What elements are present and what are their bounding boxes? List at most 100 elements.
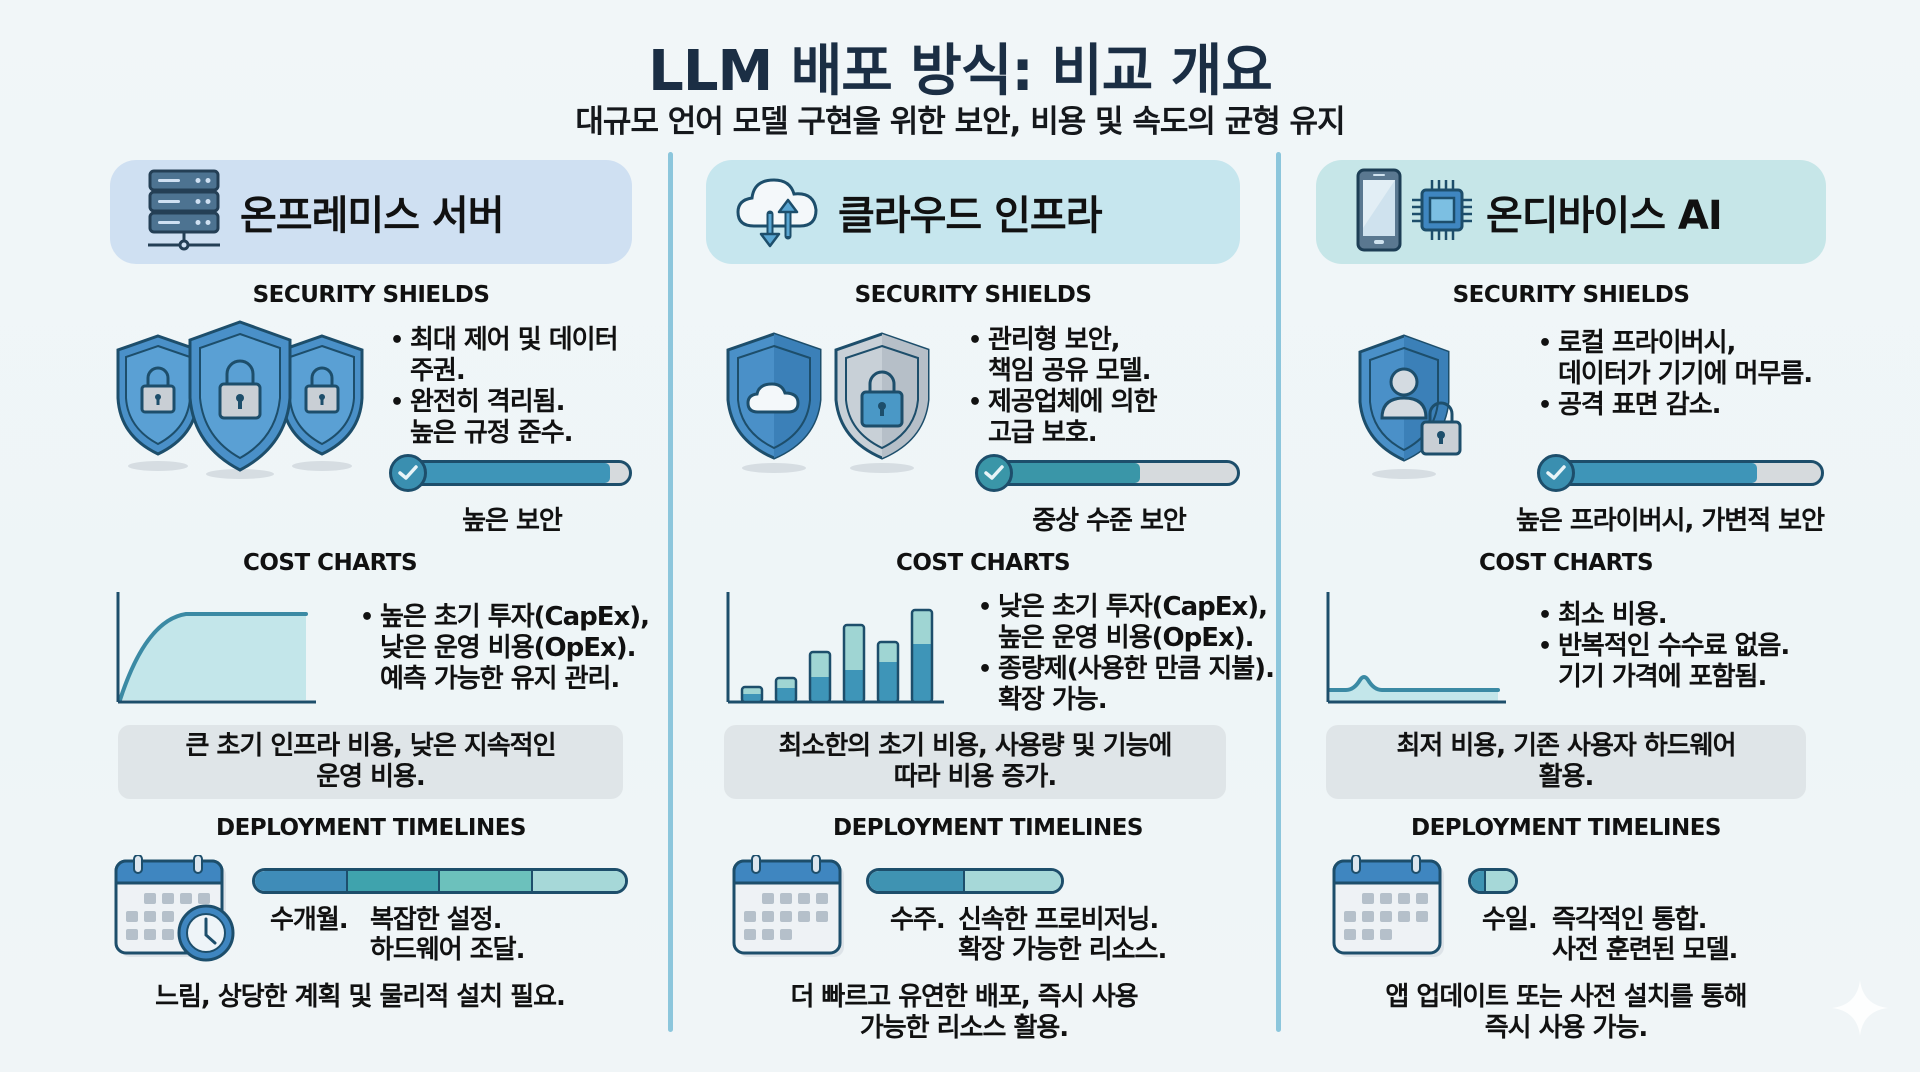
timeline-detail: 즉각적인 통합.: [1552, 905, 1707, 935]
security-bullets: 최대 제어 및 데이터 주권. 완전히 격리됨. 높은 규정 준수.: [390, 325, 619, 449]
security-level-fill: [981, 463, 1140, 483]
column-divider: [1276, 152, 1281, 1032]
security-level-bar: [975, 454, 1240, 492]
summary-line: 운영 비용.: [316, 762, 426, 792]
summary-line: 최저 비용, 기존 사용자 하드웨어: [1396, 731, 1736, 761]
security-level-bar: [389, 454, 632, 492]
bullet-item-cont: 데이터가 기기에 머무름.: [1558, 359, 1813, 389]
page-subtitle: 대규모 언어 모델 구현을 위한 보안, 비용 및 속도의 균형 유지: [575, 104, 1345, 140]
footer-line: 앱 업데이트 또는 사전 설치를 통해: [1385, 982, 1747, 1012]
bullet-item: 낮은 초기 투자(CapEx),: [978, 592, 1274, 623]
cloud-and-lock-shields-icon: [722, 330, 942, 480]
smartphone-icon: [1356, 168, 1402, 256]
column-divider: [668, 152, 673, 1032]
header-label: 온디바이스 AI: [1486, 193, 1723, 239]
security-title: SECURITY SHIELDS: [252, 282, 490, 308]
check-icon: [389, 454, 427, 492]
security-level-bar: [1537, 454, 1824, 492]
timeline-bar: [252, 868, 628, 894]
cost-bullets: 낮은 초기 투자(CapEx), 높은 운영 비용(OpEx). 종량제(사용한…: [978, 592, 1275, 716]
timeline-bar: [1468, 868, 1518, 894]
timeline-segment: [869, 871, 965, 891]
summary-line: 활용.: [1538, 762, 1595, 792]
timeline-footer: 더 빠르고 유연한 배포, 즉시 사용 가능한 리소스 활용.: [706, 982, 1222, 1044]
check-icon: [975, 454, 1013, 492]
bullet-item: 최소 비용.: [1538, 600, 1789, 631]
bullet-item: 관리형 보안,: [968, 325, 1157, 356]
flat-line-chart-icon: [1326, 590, 1516, 709]
timeline-duration: 수일.: [1482, 905, 1538, 935]
timeline-detail: 신속한 프로비저닝.: [958, 905, 1159, 935]
bullet-item-cont: 낮은 운영 비용(OpEx).: [380, 633, 637, 663]
summary-line: 따라 비용 증가.: [893, 762, 1058, 792]
timeline-detail: 확장 가능한 리소스.: [958, 935, 1167, 965]
footer-line: 더 빠르고 유연한 배포, 즉시 사용: [790, 982, 1138, 1012]
chip-icon: [1410, 178, 1474, 246]
bullet-item: 완전히 격리됨.: [390, 387, 618, 418]
bullet-item-cont: 고급 보호.: [988, 418, 1098, 448]
summary-line: 최소한의 초기 비용, 사용량 및 기능에: [778, 731, 1173, 761]
bullet-item: 종량제(사용한 만큼 지불).: [978, 654, 1275, 685]
timeline-segment: [440, 871, 533, 891]
bullet-item-cont: 책임 공유 모델.: [988, 356, 1152, 386]
timeline-description: 수개월. 복잡한 설정. 하드웨어 조달.: [270, 905, 525, 965]
timeline-segment: [965, 871, 1061, 891]
cost-summary: 최소한의 초기 비용, 사용량 및 기능에 따라 비용 증가.: [724, 725, 1226, 799]
server-rack-icon: [146, 169, 222, 255]
cost-summary: 큰 초기 인프라 비용, 낮은 지속적인 운영 비용.: [118, 725, 623, 799]
security-bullets: 관리형 보안, 책임 공유 모델. 제공업체에 의한 고급 보호.: [968, 325, 1157, 449]
cloud-sync-icon: [736, 170, 820, 254]
bullet-item: 공격 표면 감소.: [1538, 390, 1812, 421]
cost-title: COST CHARTS: [242, 550, 418, 576]
calendar-icon: [1332, 854, 1452, 969]
timeline-detail: 복잡한 설정.: [370, 905, 503, 935]
security-level-label: 높은 보안: [462, 506, 563, 536]
timeline-segment: [1471, 871, 1487, 891]
security-level-fill: [395, 463, 611, 483]
bullet-item: 반복적인 수수료 없음.: [1538, 631, 1790, 662]
footer-line: 느림, 상당한 계획 및 물리적 설치 필요.: [155, 982, 566, 1012]
bullet-item: 최대 제어 및 데이터: [390, 325, 619, 356]
security-bullets: 로컬 프라이버시, 데이터가 기기에 머무름. 공격 표면 감소.: [1538, 328, 1813, 421]
cost-summary: 최저 비용, 기존 사용자 하드웨어 활용.: [1326, 725, 1806, 799]
sparkle-icon: [1830, 978, 1890, 1042]
bullet-item-cont: 기기 가격에 포함됨.: [1558, 662, 1767, 692]
cost-title: COST CHARTS: [1478, 550, 1654, 576]
summary-line: 큰 초기 인프라 비용, 낮은 지속적인: [185, 731, 556, 761]
check-icon: [1537, 454, 1575, 492]
area-curve-chart-icon: [116, 590, 326, 709]
timeline-detail: 하드웨어 조달.: [370, 935, 525, 965]
cost-title: COST CHARTS: [895, 550, 1071, 576]
calendar-icon: [732, 854, 852, 969]
security-level-label: 중상 수준 보안: [1032, 506, 1187, 536]
column-onprem: 온프레미스 서버 SECURITY SHIELDS: [110, 160, 690, 1060]
bullet-item-cont: 주권.: [410, 356, 466, 386]
timeline-segment: [1486, 871, 1515, 891]
timeline-description: 수일. 즉각적인 통합. 사전 훈련된 모델.: [1482, 905, 1738, 965]
security-title: SECURITY SHIELDS: [854, 282, 1092, 308]
bullet-item: 로컬 프라이버시,: [1538, 328, 1812, 359]
bullet-item-cont: 높은 규정 준수.: [410, 418, 574, 448]
user-lock-shield-icon: [1356, 332, 1476, 486]
security-level-fill: [1543, 463, 1758, 483]
timeline-footer: 앱 업데이트 또는 사전 설치를 통해 즉시 사용 가능.: [1316, 982, 1816, 1044]
bullet-item-cont: 높은 운영 비용(OpEx).: [998, 623, 1255, 653]
calendar-clock-icon: [114, 854, 244, 969]
bullet-item: 높은 초기 투자(CapEx),: [360, 602, 650, 633]
timeline-title: DEPLOYMENT TIMELINES: [832, 815, 1144, 841]
timeline-duration: 수개월.: [270, 905, 349, 935]
timeline-segment: [255, 871, 348, 891]
column-cloud: 클라우드 인프라 SECURITY SHIELDS 관리형 보안, 책임 공유 …: [706, 160, 1286, 1060]
bullet-item-cont: 예측 가능한 유지 관리.: [380, 664, 620, 694]
security-title: SECURITY SHIELDS: [1452, 282, 1690, 308]
cost-bullets: 높은 초기 투자(CapEx), 낮은 운영 비용(OpEx). 예측 가능한 …: [360, 602, 650, 695]
cost-bullets: 최소 비용. 반복적인 수수료 없음. 기기 가격에 포함됨.: [1538, 600, 1790, 693]
bullet-item-cont: 확장 가능.: [998, 685, 1108, 715]
column-device: 온디바이스 AI SECURITY SHIELDS 로컬 프라이버시, 데이터가…: [1316, 160, 1896, 1060]
timeline-title: DEPLOYMENT TIMELINES: [1410, 815, 1722, 841]
stacked-bar-chart-icon: [726, 590, 946, 709]
header-cloud: 클라우드 인프라: [706, 160, 1240, 264]
page-title: LLM 배포 방식: 비교 개요: [648, 39, 1273, 104]
timeline-title: DEPLOYMENT TIMELINES: [215, 815, 527, 841]
timeline-bar: [866, 868, 1064, 894]
